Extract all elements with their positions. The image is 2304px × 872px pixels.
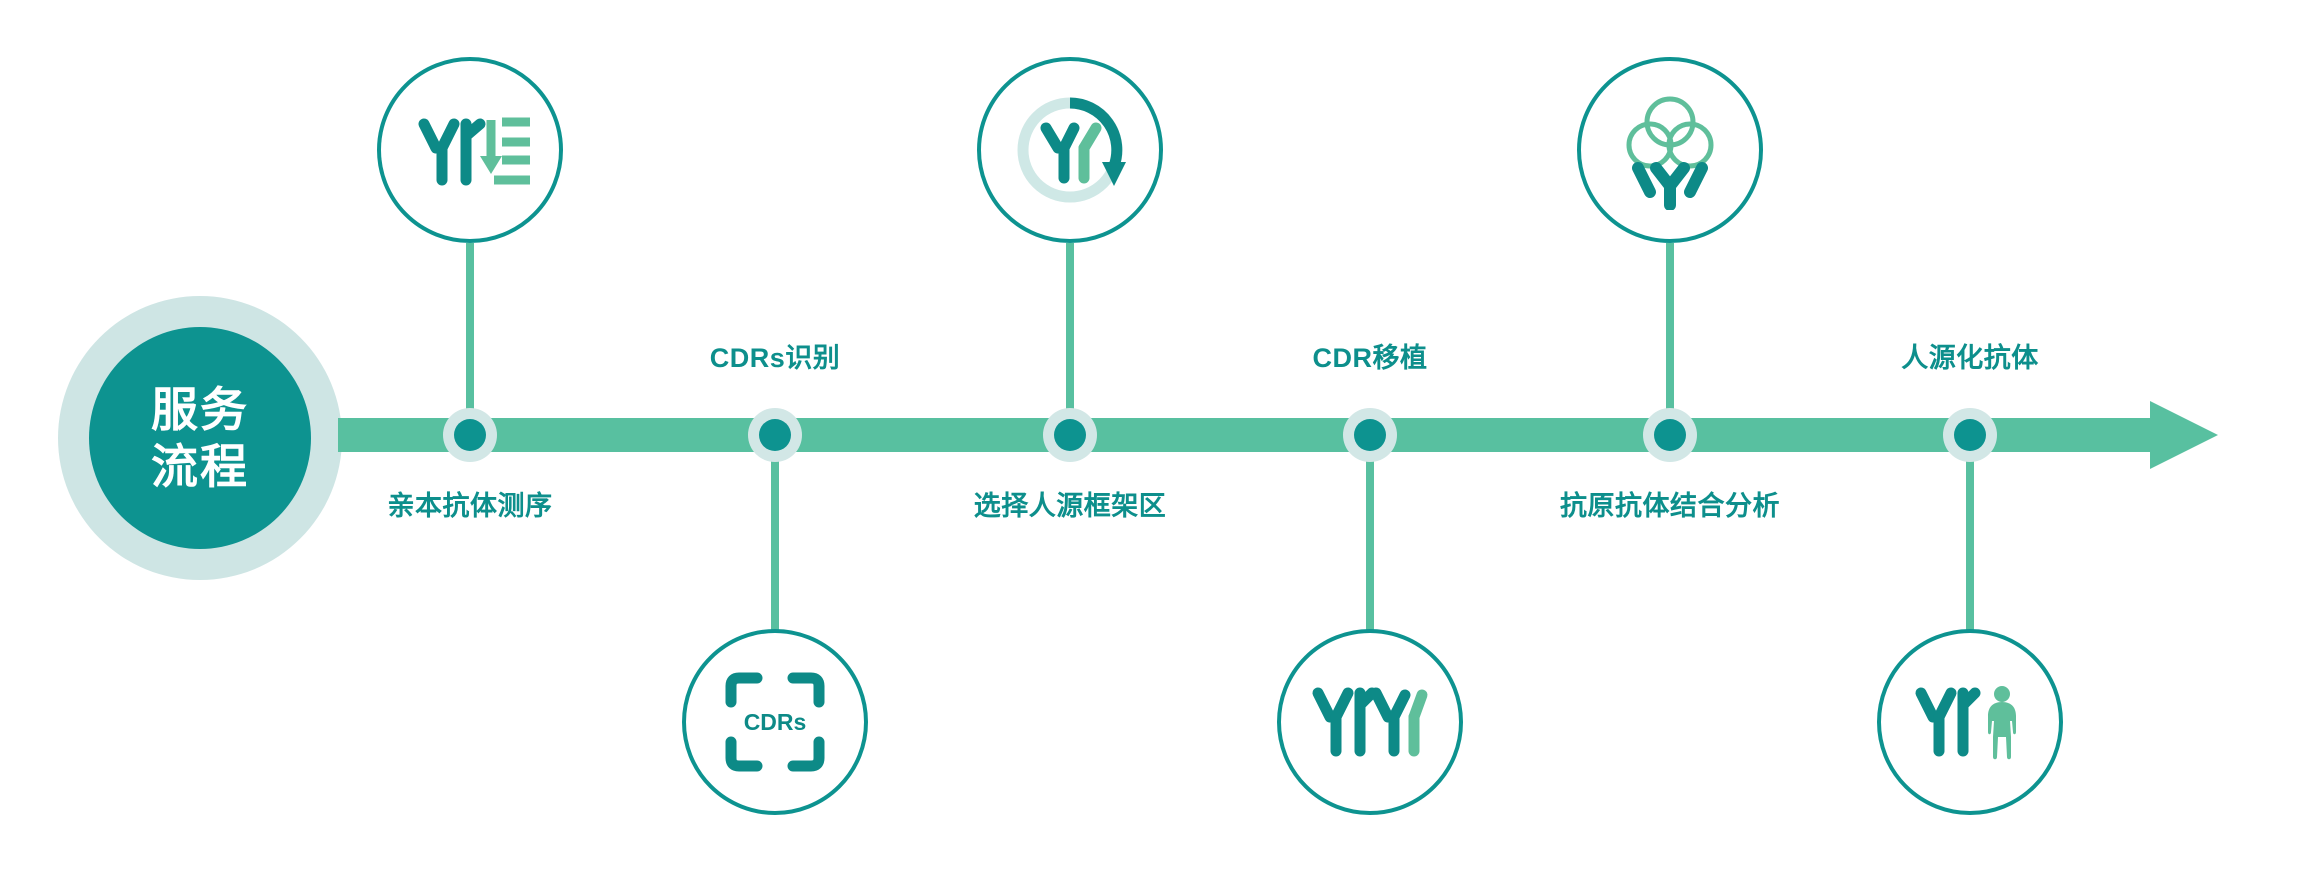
start-badge-line-2: 流程 bbox=[151, 440, 249, 493]
bubble-step-1[interactable] bbox=[377, 57, 563, 243]
humanized-antibody-human-icon bbox=[1913, 677, 2027, 767]
cdrs-icon-text: CDRs bbox=[744, 709, 807, 735]
step-label-3: 选择人源框架区 bbox=[973, 491, 1167, 521]
timeline-node-4[interactable] bbox=[1343, 408, 1397, 462]
timeline-node-dot bbox=[759, 419, 791, 451]
stem-step-3 bbox=[1066, 243, 1074, 435]
timeline-node-1[interactable] bbox=[443, 408, 497, 462]
step-label-6: 人源化抗体 bbox=[1901, 343, 2039, 373]
bubble-step-4[interactable] bbox=[1277, 629, 1463, 815]
timeline-node-3[interactable] bbox=[1043, 408, 1097, 462]
timeline-node-dot bbox=[454, 419, 486, 451]
stem-step-1 bbox=[466, 243, 474, 435]
timeline-node-2[interactable] bbox=[748, 408, 802, 462]
timeline-bar bbox=[338, 418, 2168, 452]
bubble-step-5[interactable] bbox=[1577, 57, 1763, 243]
stem-step-4 bbox=[1366, 435, 1374, 645]
timeline-node-6[interactable] bbox=[1943, 408, 1997, 462]
timeline-node-dot bbox=[1654, 419, 1686, 451]
timeline-node-dot bbox=[1954, 419, 1986, 451]
step-label-2: CDRs识别 bbox=[709, 343, 841, 373]
step-label-4: CDR移植 bbox=[1312, 343, 1428, 373]
antibody-framework-swap-icon bbox=[1006, 86, 1134, 214]
bubble-step-6[interactable] bbox=[1877, 629, 2063, 815]
start-badge-line-1: 服务 bbox=[151, 382, 249, 436]
stem-step-2 bbox=[771, 435, 779, 645]
start-badge: 服务 流程 bbox=[58, 296, 342, 580]
timeline-arrowhead-icon bbox=[2150, 401, 2218, 469]
timeline-node-5[interactable] bbox=[1643, 408, 1697, 462]
antibody-sequencing-icon bbox=[410, 102, 530, 198]
antibody-pair-grafting-icon bbox=[1310, 679, 1430, 765]
antigen-antibody-binding-icon bbox=[1624, 90, 1716, 210]
start-badge-inner: 服务 流程 bbox=[89, 327, 311, 549]
step-label-5: 抗原抗体结合分析 bbox=[1560, 491, 1780, 521]
stem-step-6 bbox=[1966, 435, 1974, 645]
timeline-node-dot bbox=[1354, 419, 1386, 451]
cdrs-scan-frame-icon: CDRs bbox=[723, 670, 827, 774]
timeline-node-dot bbox=[1054, 419, 1086, 451]
bubble-step-3[interactable] bbox=[977, 57, 1163, 243]
stem-step-5 bbox=[1666, 243, 1674, 435]
bubble-step-2[interactable]: CDRs bbox=[682, 629, 868, 815]
step-label-1: 亲本抗体测序 bbox=[387, 491, 553, 521]
